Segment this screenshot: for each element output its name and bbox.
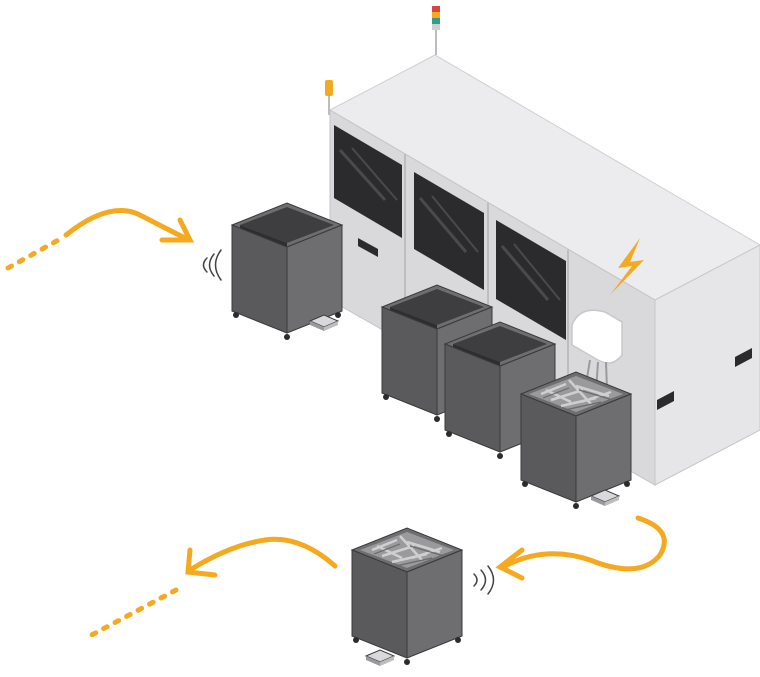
machine-window-2 [414, 172, 484, 290]
curved-arrow-icon-outgoing [495, 515, 667, 581]
beacon-light-icon [325, 80, 333, 115]
lightning-bolt-icon [610, 238, 644, 295]
front-slot [358, 238, 378, 257]
machine-window-3 [496, 220, 566, 340]
machine-window-1 [334, 125, 402, 238]
signal-tower-icon [432, 6, 440, 55]
end-slot-2 [657, 391, 674, 410]
end-slot-1 [735, 348, 752, 367]
curved-arrow-icon-exit [83, 536, 338, 641]
wireless-signal-icon [202, 249, 222, 281]
machine-end [654, 244, 760, 486]
incoming-empty-bin [231, 202, 343, 341]
outgoing-full-bin [350, 526, 464, 667]
wireless-signal-icon-2 [473, 565, 495, 595]
station-bin-3-filled [519, 370, 633, 511]
curved-arrow-icon-incoming [5, 208, 195, 271]
